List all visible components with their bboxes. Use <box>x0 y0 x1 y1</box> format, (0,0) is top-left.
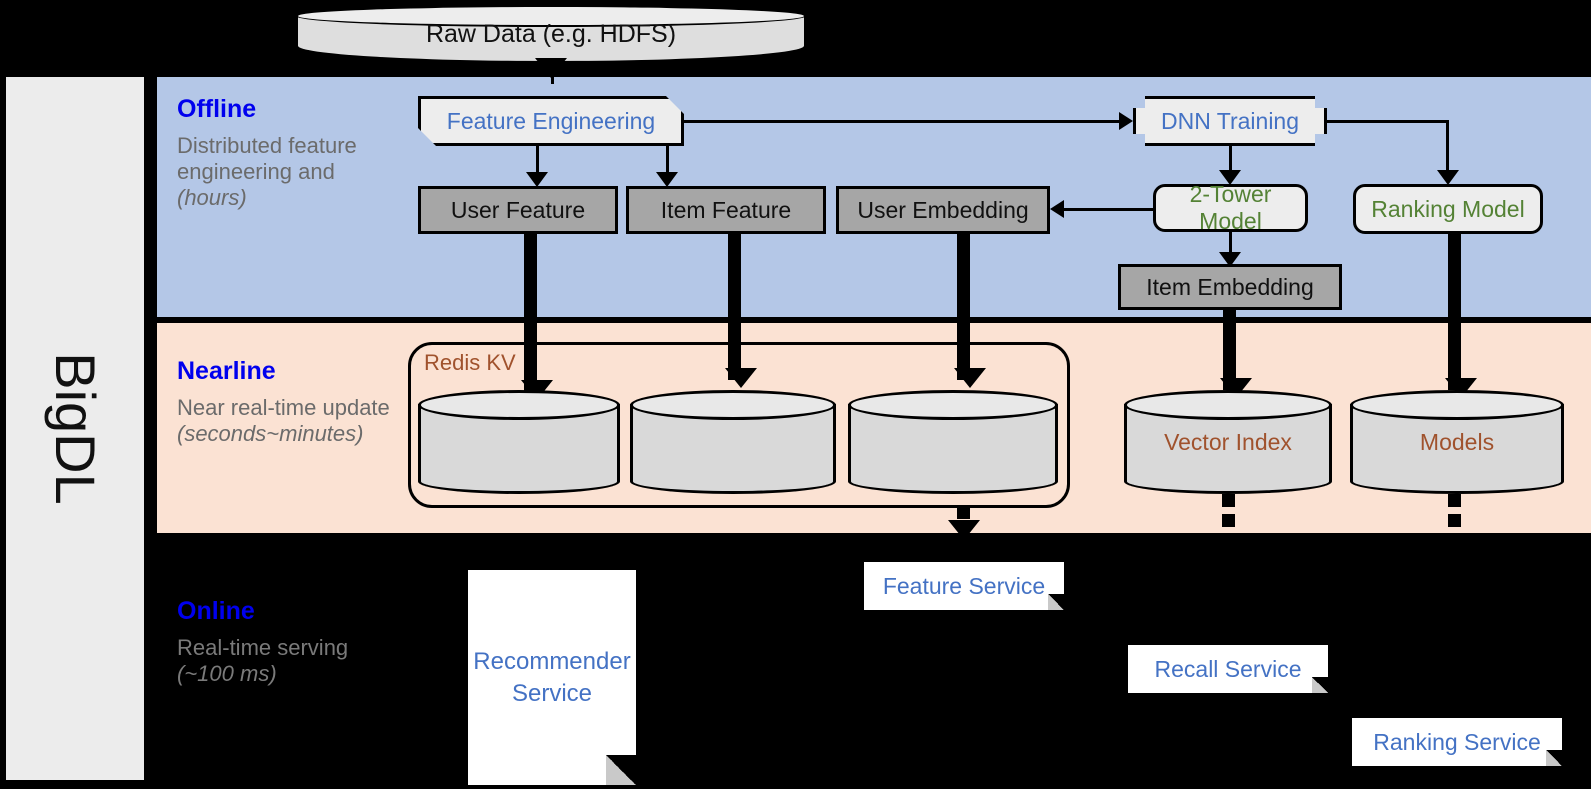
pipe-userfeature-store <box>524 232 537 392</box>
offline-subtitle: Distributed feature engineering and (hou… <box>177 133 357 210</box>
edge-2tower-itemembedding <box>1229 232 1232 258</box>
node-item-feature[interactable]: Item Feature <box>626 186 826 234</box>
nearline-title: Nearline <box>177 357 276 385</box>
redis-kv-container <box>408 342 1070 508</box>
page-fold-icon <box>1312 677 1328 693</box>
cylinder-top <box>848 390 1058 420</box>
nearline-subtitle: Near real-time update (seconds~minutes) <box>177 395 390 446</box>
edge-fe-itemfeature <box>666 146 669 176</box>
cylinder-body <box>418 404 620 494</box>
arrowhead-dnn-ranking <box>1437 170 1459 185</box>
node-item-embedding[interactable]: Item Embedding <box>1118 264 1342 310</box>
service-feature[interactable]: Feature Service <box>864 562 1064 610</box>
node-2-tower-model[interactable]: 2-Tower Model <box>1153 181 1308 234</box>
node-label: Feature Engineering <box>446 107 656 134</box>
online-subtitle: Real-time serving (~100 ms) <box>177 635 349 686</box>
arrowhead-redis-featureservice <box>948 520 980 540</box>
service-label: Recommender Service <box>473 648 631 707</box>
node-ranking-model[interactable]: Ranking Model <box>1353 184 1543 234</box>
offline-legend: Offline Distributed feature engineering … <box>177 95 402 211</box>
arrowhead-itemfeature-store <box>725 368 757 388</box>
store-label: Vector Index <box>1164 428 1292 455</box>
cylinder-top <box>1350 390 1564 420</box>
page-fold-icon <box>1546 750 1562 766</box>
arrowhead-fe-itemfeature <box>656 172 678 187</box>
edge-dnn-ranking-h <box>1327 120 1449 123</box>
edge-fe-userfeature <box>536 146 539 176</box>
store-models[interactable]: Models <box>1350 390 1564 494</box>
pipe-rankingmodel-models <box>1448 232 1461 390</box>
store-label <box>418 390 620 494</box>
raw-data-store: Raw Data (e.g. HDFS) <box>296 5 806 63</box>
cylinder-body <box>848 404 1058 494</box>
pipe-itemembedding-vectorindex <box>1223 308 1236 390</box>
store-user-embedding[interactable] <box>848 390 1058 494</box>
node-user-embedding[interactable]: User Embedding <box>836 186 1050 234</box>
node-label: User Feature <box>450 196 586 223</box>
service-label: Ranking Service <box>1373 728 1541 755</box>
store-vector-index[interactable]: Vector Index <box>1124 390 1332 494</box>
bigdl-label: BigDL <box>43 352 107 505</box>
page-fold-icon <box>1048 594 1064 610</box>
dash-featureservice-1 <box>957 506 970 519</box>
page-fold-icon <box>606 755 636 785</box>
store-label: Models <box>1419 428 1495 455</box>
service-label: Feature Service <box>882 572 1046 599</box>
edge-2tower-userembedding <box>1064 208 1154 211</box>
node-label: Item Feature <box>660 196 792 223</box>
raw-data-label: Raw Data (e.g. HDFS) <box>425 19 677 48</box>
arrowhead-userembedding-store <box>954 368 986 388</box>
edge-dnn-2tower <box>1229 146 1232 174</box>
service-label: Recall Service <box>1154 655 1302 682</box>
edge-dnn-ranking-v <box>1446 120 1449 174</box>
service-recall[interactable]: Recall Service <box>1128 645 1328 693</box>
dash-rankingservice-1 <box>1448 494 1461 507</box>
arrowhead-rawdata-fe <box>535 58 567 78</box>
node-label: User Embedding <box>857 196 1029 223</box>
offline-title: Offline <box>177 95 257 123</box>
node-label: Item Embedding <box>1146 273 1314 300</box>
arrowhead-dnn-2tower <box>1219 170 1241 185</box>
service-ranking[interactable]: Ranking Service <box>1352 718 1562 766</box>
node-dnn-training[interactable]: DNN Training <box>1133 96 1327 146</box>
node-label: 2-Tower Model <box>1189 181 1272 234</box>
bigdl-rail: BigDL <box>6 77 144 780</box>
node-user-feature[interactable]: User Feature <box>418 186 618 234</box>
arrowhead-fe-userfeature <box>526 172 548 187</box>
online-title: Online <box>177 597 255 625</box>
store-label <box>630 390 836 494</box>
node-feature-engineering[interactable]: Feature Engineering <box>418 96 684 146</box>
cylinder-top <box>296 5 806 27</box>
service-recommender[interactable]: Recommender Service <box>468 570 636 785</box>
arrowhead-2tower-itemembedding <box>1219 252 1241 267</box>
online-legend: Online Real-time serving (~100 ms) <box>177 597 402 687</box>
store-label <box>848 390 1058 494</box>
cylinder-top <box>418 390 620 420</box>
arrowhead-2tower-userembedding <box>1050 200 1064 218</box>
node-label: DNN Training <box>1160 107 1300 134</box>
dash-recallservice-2 <box>1222 514 1235 527</box>
node-label: Ranking Model <box>1371 195 1525 222</box>
store-item-feature[interactable] <box>630 390 836 494</box>
arrowhead-fe-dnn <box>1119 112 1133 130</box>
dash-recallservice-1 <box>1222 494 1235 507</box>
cylinder-top <box>1124 390 1332 420</box>
redis-kv-label: Redis KV <box>424 350 516 375</box>
nearline-legend: Nearline Near real-time update (seconds~… <box>177 357 402 447</box>
cylinder-top <box>630 390 836 420</box>
store-user-feature[interactable] <box>418 390 620 494</box>
dash-rankingservice-2 <box>1448 514 1461 527</box>
edge-fe-dnn <box>684 120 1119 123</box>
